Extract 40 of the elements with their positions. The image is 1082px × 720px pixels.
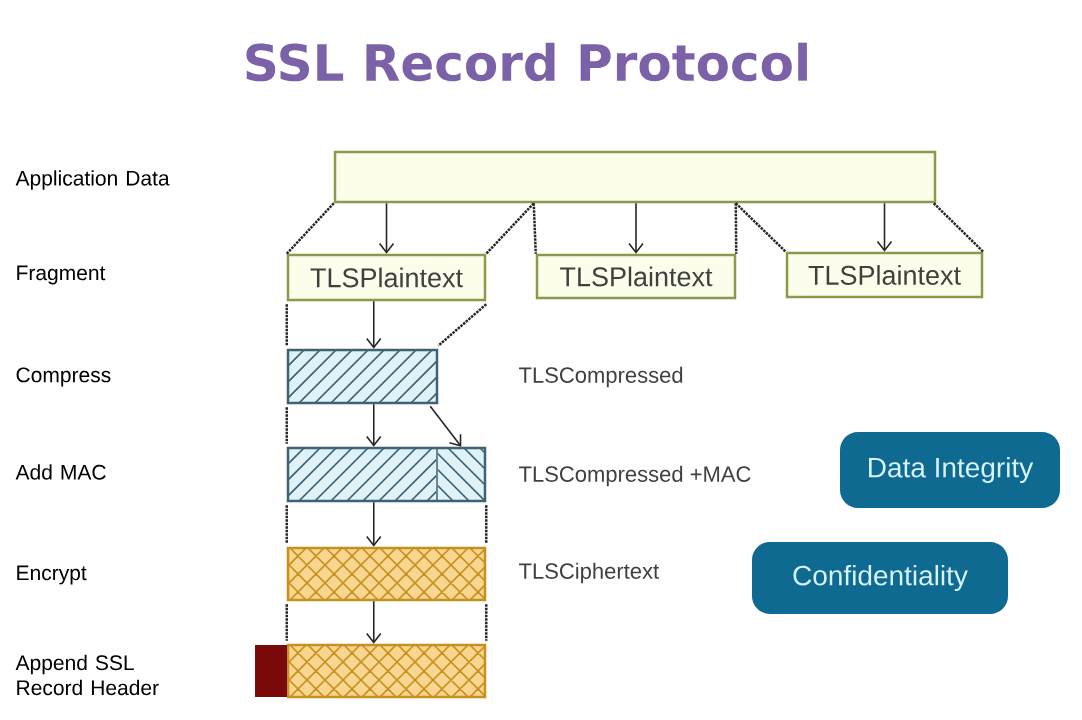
guide-line xyxy=(532,203,537,254)
encrypted-bar xyxy=(255,643,487,699)
property-badge: Confidentiality xyxy=(752,542,1008,614)
guide-line xyxy=(285,202,335,255)
fragment-box: TLSPlaintext xyxy=(785,251,984,299)
guide-line xyxy=(485,202,535,255)
guide-line xyxy=(285,407,288,444)
hatched-bar xyxy=(286,348,683,405)
guide-line xyxy=(285,505,288,544)
title: SSL Record Protocol xyxy=(246,42,807,82)
row-label: Fragment xyxy=(17,265,106,285)
arrow xyxy=(876,202,893,252)
guide-line xyxy=(932,202,985,253)
guide-line xyxy=(285,604,288,641)
guide-line xyxy=(485,505,488,544)
row-label: Add MAC xyxy=(15,464,106,480)
bar-caption: TLSCompressed xyxy=(519,366,683,388)
guide-line xyxy=(734,202,787,253)
guide-line xyxy=(437,303,488,347)
row-label: Compress xyxy=(16,367,111,387)
arrow xyxy=(628,202,644,254)
arrow xyxy=(365,501,382,547)
arrow xyxy=(365,403,382,447)
fragment-box: TLSPlaintext xyxy=(535,253,737,300)
guide-line xyxy=(485,604,488,641)
arrow xyxy=(429,405,462,447)
fragment-box: TLSPlaintext xyxy=(286,253,487,302)
row-label: Encrypt xyxy=(17,565,87,585)
arrow xyxy=(365,600,382,644)
data-bar xyxy=(333,150,937,204)
arrow xyxy=(378,202,395,254)
encrypted-bar xyxy=(286,546,659,602)
guide-line xyxy=(285,304,288,346)
arrow xyxy=(365,300,382,349)
guide-line xyxy=(734,203,738,254)
row-label: Application Data xyxy=(15,170,170,190)
bar-caption: TLSCiphertext xyxy=(519,562,659,584)
property-badge: Data Integrity xyxy=(840,432,1060,508)
bar-caption: TLSCompressed +MAC xyxy=(519,465,751,487)
row-label: Append SSL Record Header xyxy=(15,654,159,696)
